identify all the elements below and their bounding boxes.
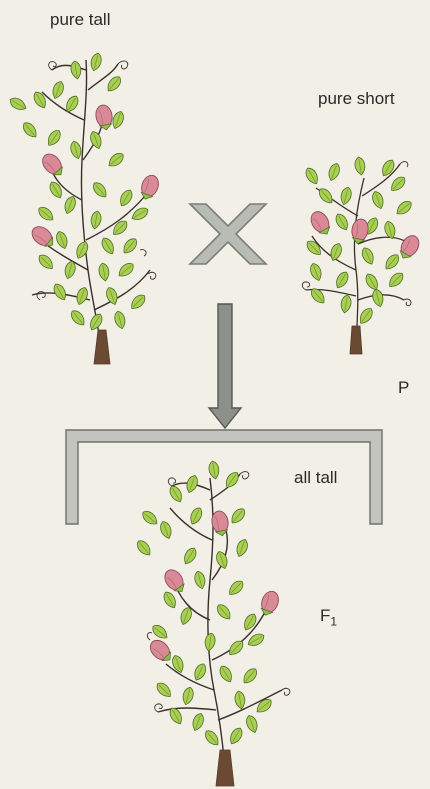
label-f1-subscript: 1	[330, 614, 337, 628]
pure-tall-plant	[8, 52, 162, 364]
pure-short-plant	[302, 156, 422, 354]
f1-tall-plant	[134, 460, 289, 786]
label-all-tall: all tall	[294, 468, 337, 488]
cross-symbol	[190, 204, 266, 264]
label-pure-tall: pure tall	[50, 10, 110, 30]
label-parent-generation: P	[398, 378, 409, 398]
label-f1-generation: F1	[320, 606, 337, 628]
label-pure-short: pure short	[318, 89, 395, 109]
label-f1-letter: F	[320, 606, 330, 625]
down-arrow	[209, 304, 241, 428]
